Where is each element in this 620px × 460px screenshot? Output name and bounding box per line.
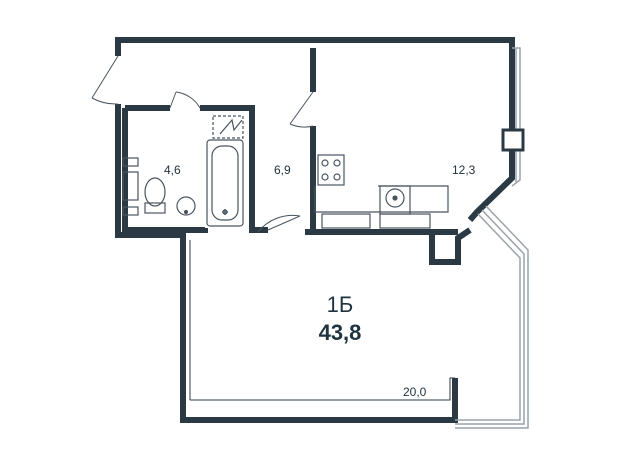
counter [314,185,449,213]
doors [91,55,314,233]
vent-shaft [212,115,244,139]
living-room-area-label: 20,0 [403,385,427,399]
toilet-icon [144,177,166,207]
bathtub-inner [211,145,239,221]
kitchen-fixtures [314,154,449,229]
bathroom-fixtures [122,115,244,227]
exterior-walls [115,37,515,423]
windows [455,47,529,429]
unit-type-label: 1Б [326,292,354,317]
living-room-outline [189,240,455,401]
kitchen-area-label: 12,3 [452,163,476,177]
bathroom-area-label: 4,6 [164,163,181,177]
total-area-label: 43,8 [318,320,362,345]
kitchen-sink-icon [379,185,411,215]
washing-machine [122,171,139,201]
toilet-tank [144,202,166,214]
sink-icon [176,196,196,216]
hallway-area-label: 6,9 [274,163,291,177]
column [501,128,525,152]
bathtub [206,139,244,227]
stove-icon [317,154,345,186]
